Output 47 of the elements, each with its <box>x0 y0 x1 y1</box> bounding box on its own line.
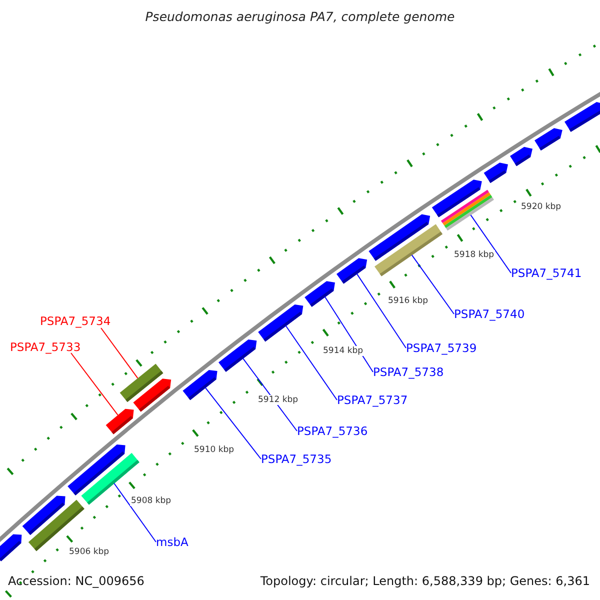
scale-label: 5916 kbp <box>387 296 430 306</box>
scale-label: 5912 kbp <box>257 395 300 405</box>
scale-label: 5910 kbp <box>193 445 236 455</box>
genome-summary-text: Topology: circular; Length: 6,588,339 bp; Genes: 6,361 <box>260 574 590 588</box>
leader-line <box>100 328 138 379</box>
gene-symbol <box>336 258 368 284</box>
scale-label: 5914 kbp <box>322 346 364 356</box>
scale-label: 5920 kbp <box>520 202 562 212</box>
gene-label: PSPA7_5737 <box>337 394 408 407</box>
gene-label: PSPA7_5741 <box>511 267 582 280</box>
gene-symbol <box>133 378 172 412</box>
leader-line <box>70 352 118 416</box>
gene-symbol <box>440 190 494 231</box>
gene-symbol <box>258 304 304 342</box>
gene-symbol <box>106 408 134 434</box>
scale-label: 5906 kbp <box>68 547 110 557</box>
gene-symbol <box>534 128 562 150</box>
gene-label: PSPA7_5739 <box>406 342 477 355</box>
leader-line <box>411 254 454 314</box>
gene-label: PSPA7_5740 <box>454 308 525 321</box>
accession-text: Accession: NC_009656 <box>8 574 144 588</box>
gene-label: PSPA7_5733 <box>10 341 81 354</box>
gene-symbol <box>304 281 335 307</box>
leader-line <box>114 482 156 542</box>
leader-line <box>470 214 512 274</box>
gene-label: msbA <box>156 536 188 549</box>
gene-symbol <box>22 496 66 535</box>
scale-label: 5908 kbp <box>130 496 172 506</box>
leader-line <box>356 274 406 348</box>
leader-line <box>285 326 338 400</box>
gene-label: PSPA7_5734 <box>40 315 111 328</box>
map-title: Pseudomonas aeruginosa PA7, complete genome <box>144 9 456 24</box>
gene-symbol <box>484 162 508 183</box>
gene-label: PSPA7_5738 <box>373 366 444 379</box>
leader-line <box>324 296 374 372</box>
gene-label: PSPA7_5736 <box>297 425 368 438</box>
gene-label: PSPA7_5735 <box>261 453 332 466</box>
gene-symbol <box>0 534 22 562</box>
gene-symbol <box>368 214 430 261</box>
leader-line <box>242 358 298 432</box>
gene-symbol <box>510 146 532 166</box>
scale-label: 5918 kbp <box>453 250 496 260</box>
gene-symbol <box>432 180 482 218</box>
gene-symbol <box>218 340 257 372</box>
gene-symbol <box>564 102 600 132</box>
gene-symbol <box>182 370 218 400</box>
leader-line <box>205 387 262 460</box>
